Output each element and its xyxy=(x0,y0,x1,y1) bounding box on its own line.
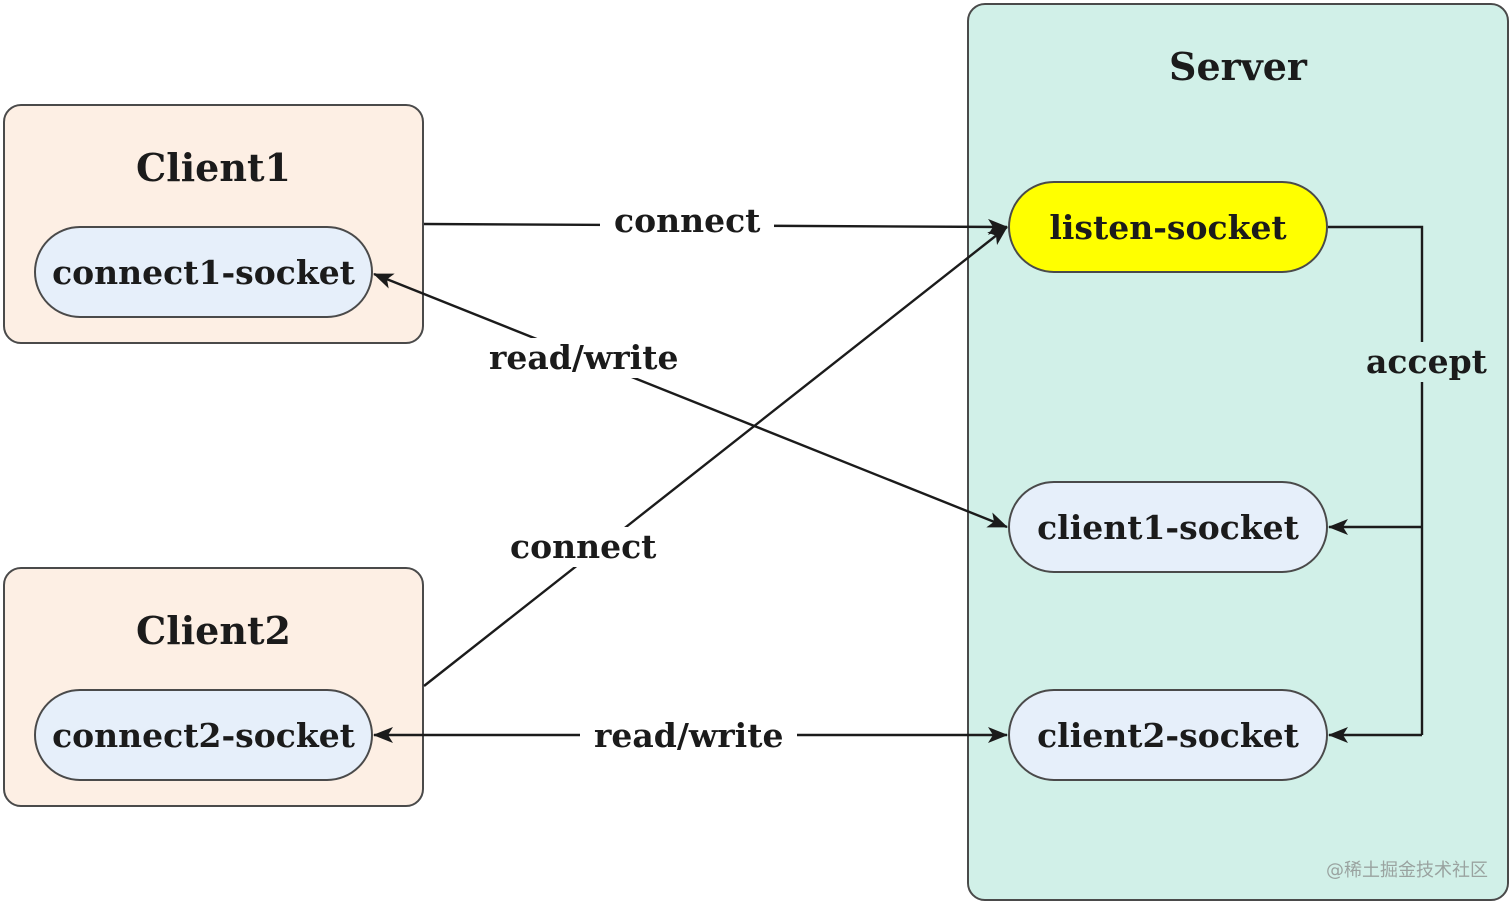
edge-client1-readwrite xyxy=(373,272,1008,529)
client2-title: Client2 xyxy=(136,608,291,653)
label-client2-readwrite: read/write xyxy=(580,716,798,756)
label-client2-connect: connect xyxy=(496,527,671,567)
label-accept: accept xyxy=(1362,342,1491,382)
edge-client2-connect xyxy=(423,226,1008,687)
listen-socket: listen-socket xyxy=(1008,181,1328,273)
watermark: @稀土掘金技术社区 xyxy=(1326,860,1488,881)
label-client1-connect: connect xyxy=(600,201,775,241)
label-client1-readwrite: read/write xyxy=(475,338,693,378)
edge-accept-trunk xyxy=(1328,225,1424,735)
client1-socket: client1-socket xyxy=(1008,481,1328,573)
connect1-socket: connect1-socket xyxy=(34,226,373,318)
server-title: Server xyxy=(1169,44,1307,89)
client1-title: Client1 xyxy=(136,145,291,190)
connect2-socket: connect2-socket xyxy=(34,689,373,781)
client2-socket: client2-socket xyxy=(1008,689,1328,781)
